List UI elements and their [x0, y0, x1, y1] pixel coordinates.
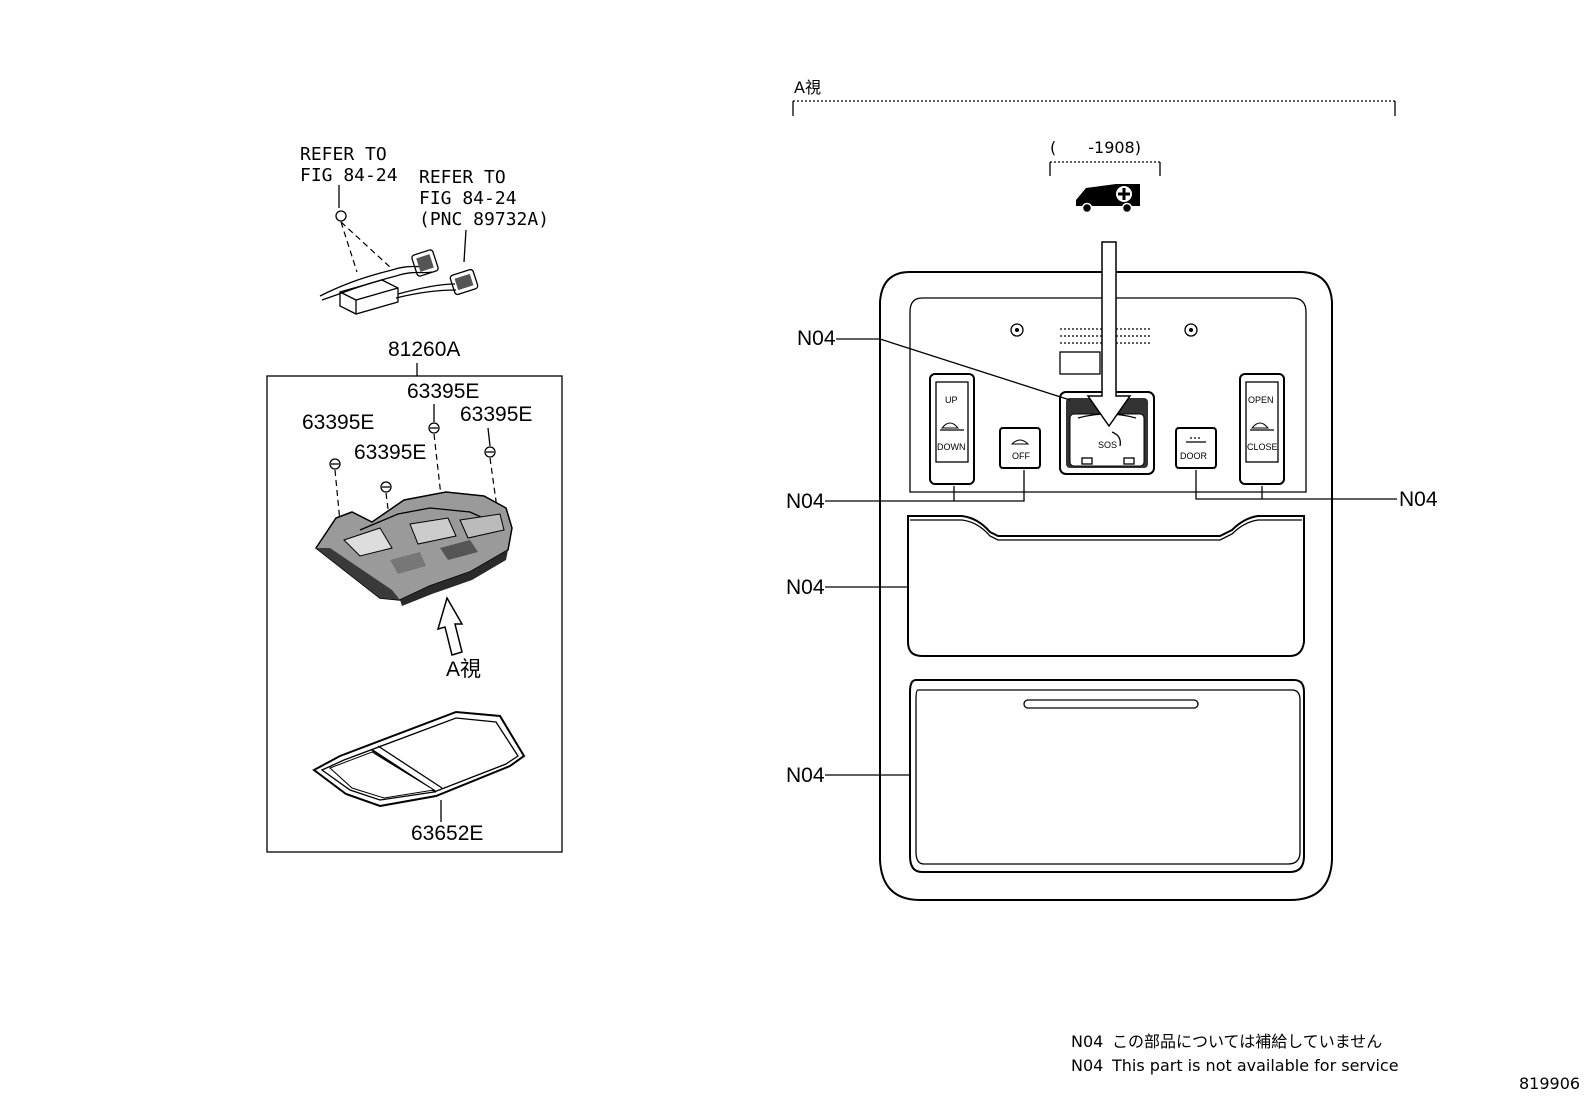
off-label: OFF — [1012, 451, 1030, 461]
lens-label: 63652E — [411, 822, 483, 845]
sos-label: SOS — [1098, 440, 1117, 450]
callout-n04-top: N04 — [797, 327, 836, 350]
screw-label-mid: 63395E — [354, 441, 426, 464]
wire-harness-icon — [319, 210, 479, 315]
svg-text:REFER TO: REFER TO — [300, 144, 387, 165]
close-label: CLOSE — [1247, 442, 1278, 452]
note-code-en: N04 — [1071, 1056, 1103, 1075]
view-label-right: A視 — [794, 78, 821, 97]
console-housing — [314, 491, 513, 606]
door-label: DOOR — [1180, 451, 1208, 461]
off-button[interactable]: OFF — [999, 427, 1041, 469]
view-label-left: A視 — [446, 658, 481, 681]
svg-text:REFER TO: REFER TO — [419, 167, 506, 188]
sunroof-icon — [940, 422, 960, 429]
view-arrow-icon — [436, 596, 464, 656]
svg-text:FIG 84-24: FIG 84-24 — [300, 165, 398, 186]
dome-light-icon — [1010, 439, 1030, 445]
sunroof-slide-switch[interactable]: OPEN CLOSE — [1239, 373, 1285, 485]
up-label: UP — [945, 395, 958, 405]
callout-n04-box: N04 — [786, 764, 825, 787]
assembly-box — [266, 375, 563, 853]
emergency-vehicle-icon — [1076, 184, 1140, 214]
sunglasses-box[interactable] — [909, 679, 1305, 873]
open-label: OPEN — [1248, 395, 1274, 405]
storage-lid[interactable] — [907, 515, 1305, 657]
assembly-label: 81260A — [388, 338, 460, 361]
note-text-en: This part is not available for service — [1111, 1056, 1399, 1075]
sunroof-tilt-switch[interactable]: UP DOWN — [929, 373, 975, 485]
view-arrow-down-icon — [1086, 241, 1132, 428]
note-code-ja: N04 — [1071, 1032, 1103, 1051]
screw-label-top: 63395E — [407, 380, 479, 403]
range-label: ( -1908) — [1050, 138, 1141, 157]
door-button[interactable]: DOOR — [1175, 427, 1217, 469]
svg-text:FIG 84-24: FIG 84-24 — [419, 188, 517, 209]
callout-n04-storage: N04 — [786, 576, 825, 599]
screw-label-left: 63395E — [302, 411, 374, 434]
callout-n04-right: N04 — [1399, 488, 1438, 511]
refer-label-2: REFER TO FIG 84-24 (PNC 89732A) — [419, 167, 549, 230]
notes: N04 この部品については補給していません N04 This part is n… — [1071, 1032, 1399, 1075]
down-label: DOWN — [937, 442, 966, 452]
svg-text:(PNC 89732A): (PNC 89732A) — [419, 209, 549, 230]
lens-panel — [312, 710, 526, 808]
sunroof-slide-icon — [1250, 422, 1270, 429]
screw-label-right: 63395E — [460, 403, 532, 426]
refer-label-1: REFER TO FIG 84-24 — [300, 144, 398, 186]
screw-icon — [329, 422, 496, 493]
callout-n04-left: N04 — [786, 490, 825, 513]
note-text-ja: この部品については補給していません — [1112, 1032, 1382, 1051]
sos-button[interactable]: SOS — [1059, 391, 1155, 475]
figure-id: 819906 — [1519, 1074, 1580, 1093]
